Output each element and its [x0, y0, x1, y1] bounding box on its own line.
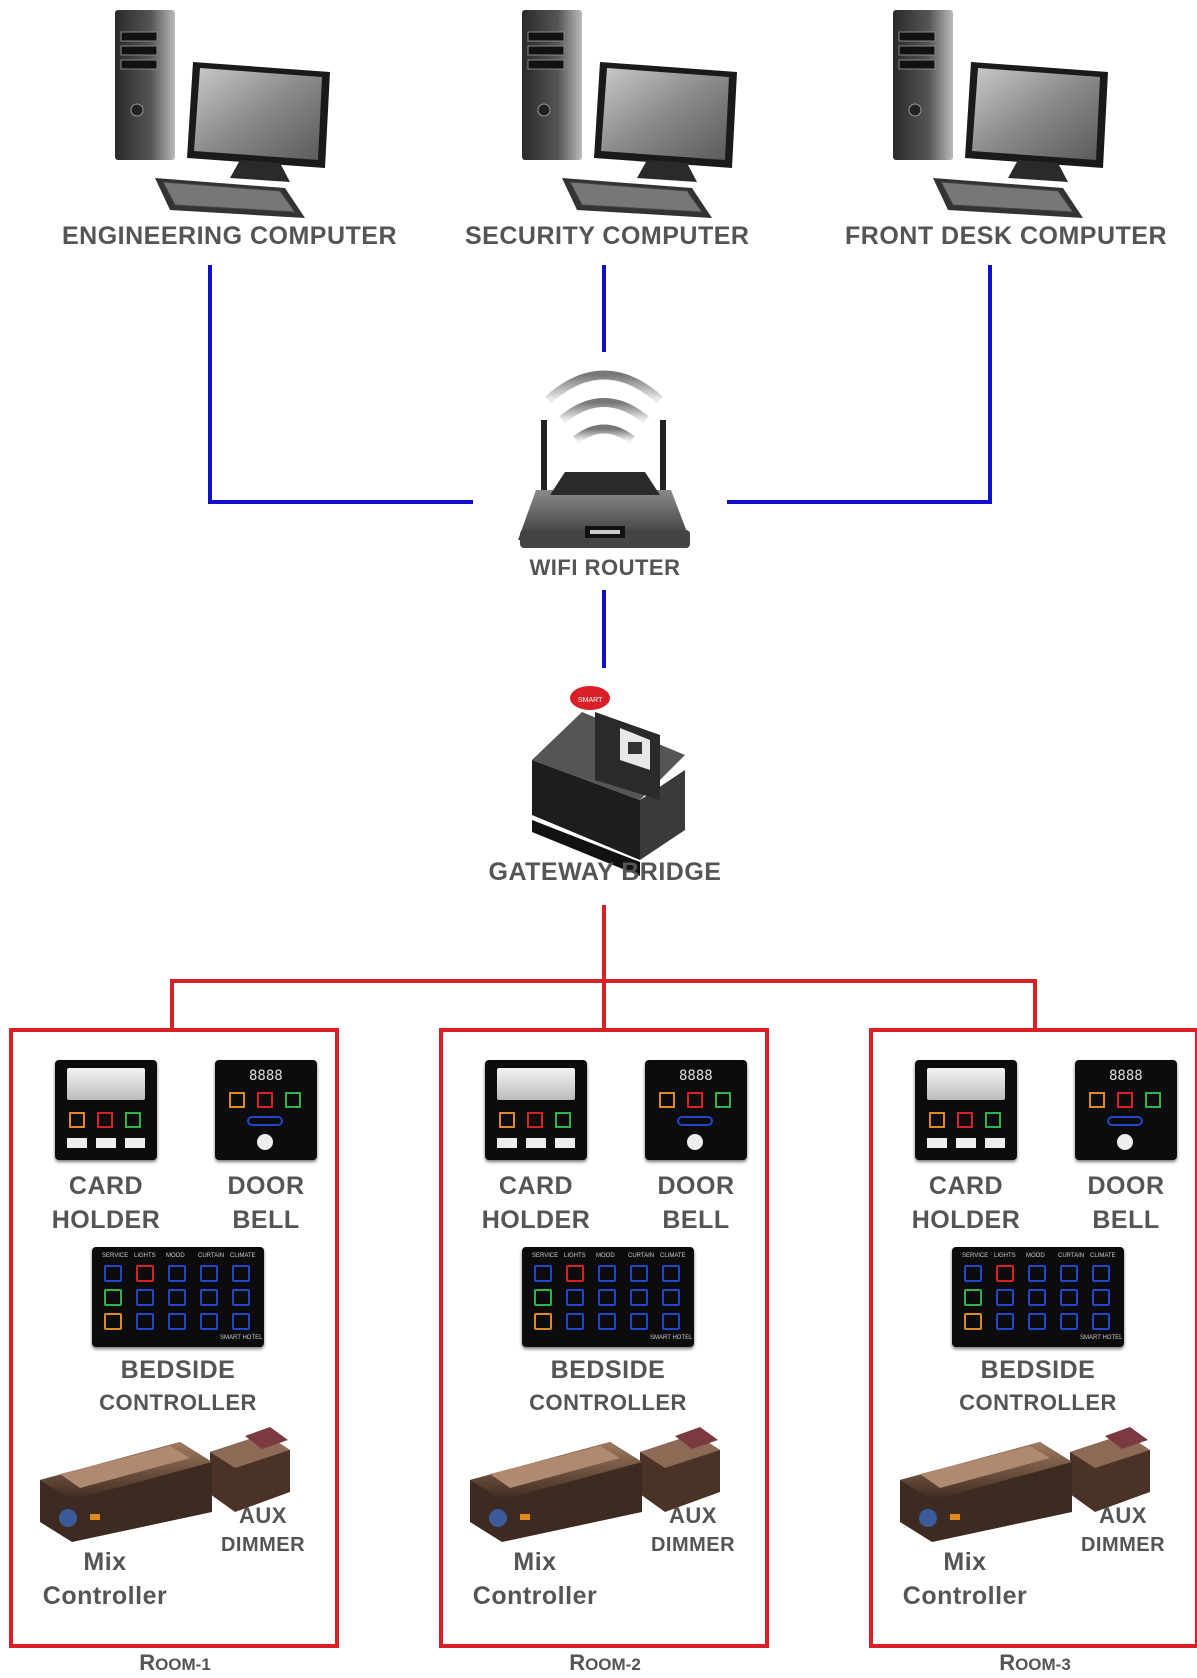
- card-holder-label-2: HOLDER: [911, 1206, 1021, 1234]
- mix-controller-device-icon: [900, 1427, 1150, 1542]
- bedside-header: MOOD: [1026, 1253, 1045, 1259]
- wifi-router-label: WIFI ROUTER: [529, 555, 681, 580]
- door-bell-device-icon: 8888: [645, 1060, 747, 1160]
- card-holder-label-1: CARD: [498, 1172, 574, 1200]
- bedside-header: CURTAIN: [198, 1253, 225, 1259]
- mix-controller-label-1: Mix: [513, 1548, 557, 1576]
- door-bell-label-1: DOOR: [227, 1172, 305, 1200]
- bedside-brand: SMART HOTEL: [220, 1335, 263, 1341]
- bedside-controller-device-icon: SERVICE LIGHTS MOOD CURTAIN CLIMATE SMART HO…: [952, 1247, 1124, 1347]
- room-caption: ROOM-2: [530, 1650, 680, 1676]
- room-caption-rest: OOM-2: [585, 1655, 641, 1674]
- card-holder-device-icon: [55, 1060, 157, 1160]
- link-engineering-router: [208, 265, 473, 504]
- bedside-header: LIGHTS: [994, 1253, 1016, 1259]
- room-2-box: [439, 1028, 769, 1648]
- bedside-controller-device-icon: SERVICE LIGHTS MOOD CURTAIN CLIMATE SMART HO…: [522, 1247, 694, 1347]
- card-holder-label-1: CARD: [928, 1172, 1004, 1200]
- bedside-header: SERVICE: [962, 1253, 989, 1259]
- room-3: 8888 CARD HOLDER DOOR BELL SERVICE LIGHTS…: [860, 0, 1197, 1678]
- mix-controller-label-2: Controller: [42, 1582, 168, 1610]
- room-caption-initial: R: [999, 1650, 1016, 1675]
- bedside-header: CURTAIN: [1058, 1253, 1085, 1259]
- security-computer-label: SECURITY COMPUTER: [465, 222, 750, 250]
- engineering-computer-label: ENGINEERING COMPUTER: [62, 222, 398, 250]
- gateway-bridge-label: GATEWAY BRIDGE: [488, 858, 722, 886]
- door-bell-label-2: BELL: [662, 1206, 730, 1234]
- bell-display: 8888: [679, 1068, 713, 1084]
- front-desk-computer-label: FRONT DESK COMPUTER: [845, 222, 1167, 250]
- card-holder-device-icon: [915, 1060, 1017, 1160]
- bedside-label-2: CONTROLLER: [529, 1390, 687, 1415]
- bedside-header: MOOD: [596, 1253, 615, 1259]
- bedside-header: SERVICE: [102, 1253, 129, 1259]
- room-caption-rest: OOM-3: [1015, 1655, 1071, 1674]
- room-caption: ROOM-1: [100, 1650, 250, 1676]
- bedside-label-2: CONTROLLER: [99, 1390, 257, 1415]
- gateway-bridge-icon: SMART: [532, 686, 685, 876]
- door-bell-device-icon: 8888: [1075, 1060, 1177, 1160]
- bedside-header: LIGHTS: [134, 1253, 156, 1259]
- card-holder-label-2: HOLDER: [481, 1206, 591, 1234]
- bedside-header: CURTAIN: [628, 1253, 655, 1259]
- mix-controller-device-icon: [470, 1427, 720, 1542]
- bell-display: 8888: [249, 1068, 283, 1084]
- door-bell-label-1: DOOR: [1087, 1172, 1165, 1200]
- link-frontdesk-router: [727, 265, 992, 504]
- door-bell-device-icon: 8888: [215, 1060, 317, 1160]
- door-bell-label-2: BELL: [232, 1206, 300, 1234]
- bedside-header: CLIMATE: [660, 1253, 686, 1259]
- bedside-header: SERVICE: [532, 1253, 559, 1259]
- door-bell-label-2: BELL: [1092, 1206, 1160, 1234]
- room-1: 8888 CARD HOLDER DOOR BELL SERVICE LIGHTS…: [0, 0, 340, 1678]
- bedside-brand: SMART HOTEL: [1080, 1335, 1123, 1341]
- bedside-header: MOOD: [166, 1253, 185, 1259]
- bedside-label-2: CONTROLLER: [959, 1390, 1117, 1415]
- bedside-controller-device-icon: SERVICE LIGHTS MOOD CURTAIN CLIMATE SMART HO…: [92, 1247, 264, 1347]
- aux-dimmer-label-2: DIMMER: [1080, 1534, 1166, 1556]
- aux-dimmer-label-1: AUX: [669, 1503, 717, 1528]
- mix-controller-device-icon: [40, 1427, 290, 1542]
- aux-dimmer-label-2: DIMMER: [220, 1534, 306, 1556]
- room-caption: ROOM-3: [960, 1650, 1110, 1676]
- card-holder-device-icon: [485, 1060, 587, 1160]
- card-holder-label-1: CARD: [68, 1172, 144, 1200]
- door-bell-label-1: DOOR: [657, 1172, 735, 1200]
- bedside-header: CLIMATE: [230, 1253, 256, 1259]
- bedside-label-1: BEDSIDE: [120, 1356, 236, 1384]
- bedside-header: CLIMATE: [1090, 1253, 1116, 1259]
- mix-controller-label-2: Controller: [902, 1582, 1028, 1610]
- room-caption-initial: R: [139, 1650, 156, 1675]
- mix-controller-label-1: Mix: [83, 1548, 127, 1576]
- card-holder-label-2: HOLDER: [51, 1206, 161, 1234]
- bedside-brand: SMART HOTEL: [650, 1335, 693, 1341]
- bedside-label-1: BEDSIDE: [980, 1356, 1096, 1384]
- aux-dimmer-label-2: DIMMER: [650, 1534, 736, 1556]
- room-3-box: [869, 1028, 1197, 1648]
- aux-dimmer-label-1: AUX: [239, 1503, 287, 1528]
- mix-controller-label-1: Mix: [943, 1548, 987, 1576]
- bedside-label-1: BEDSIDE: [550, 1356, 666, 1384]
- wifi-router-icon: [518, 370, 690, 548]
- room-1-box: [9, 1028, 339, 1648]
- bedside-header: LIGHTS: [564, 1253, 586, 1259]
- bell-display: 8888: [1109, 1068, 1143, 1084]
- room-2: 8888 CARD HOLDER DOOR BELL SERVICE LIGHTS…: [430, 0, 770, 1678]
- svg-text:SMART: SMART: [578, 697, 603, 704]
- mix-controller-label-2: Controller: [472, 1582, 598, 1610]
- aux-dimmer-label-1: AUX: [1099, 1503, 1147, 1528]
- room-caption-rest: OOM-1: [155, 1655, 211, 1674]
- room-caption-initial: R: [569, 1650, 586, 1675]
